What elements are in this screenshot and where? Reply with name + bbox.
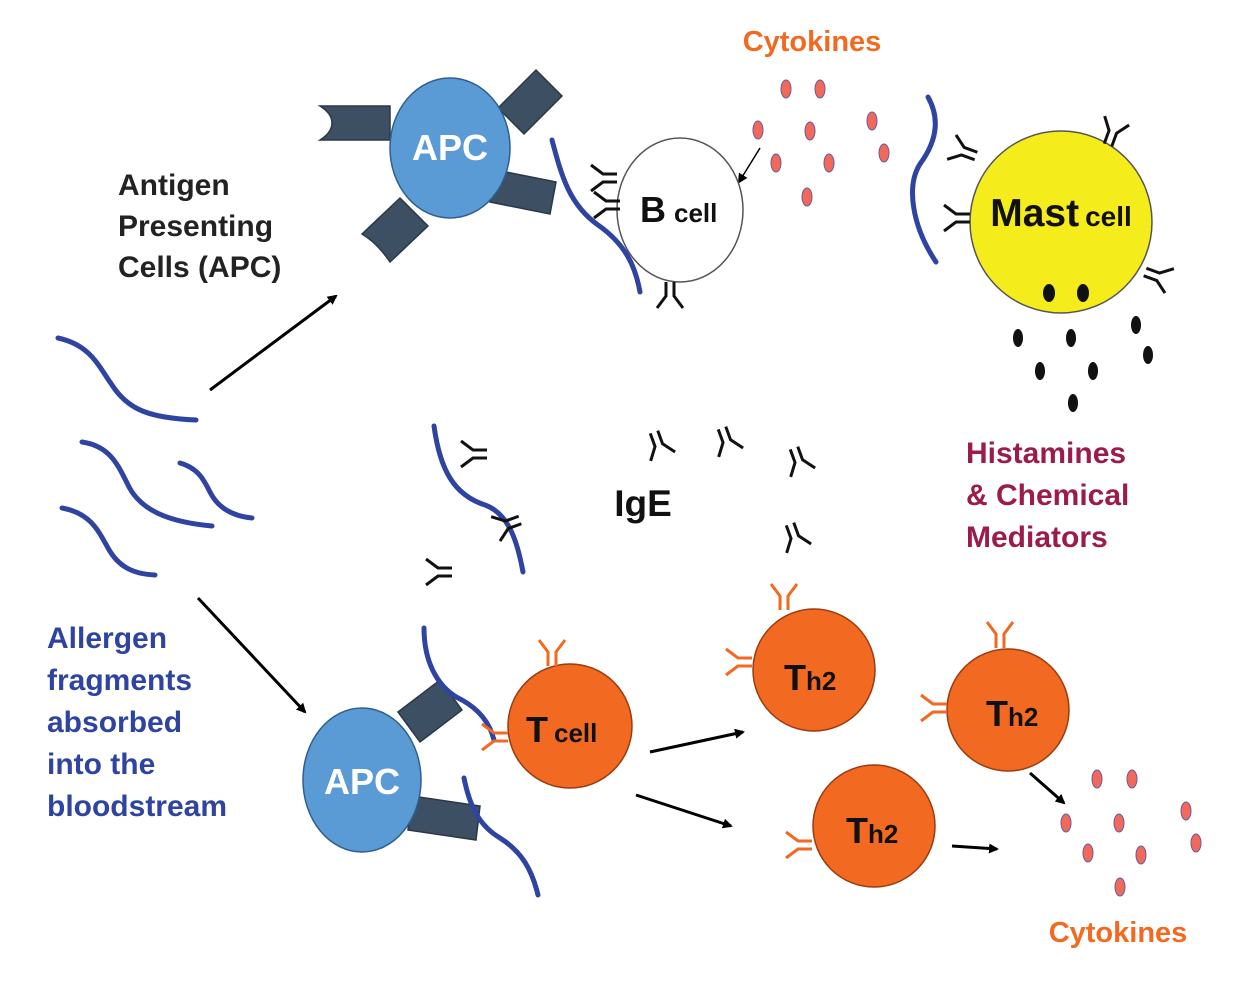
allergen-fragment [55,335,199,423]
cytokines-bottom [1060,769,1202,897]
arrow-tcell-th2-a [649,728,745,754]
allergen-fragment [59,505,158,578]
ige-label: IgE [614,483,672,524]
arrows [196,147,1066,854]
arrow-to-apc-top [209,294,338,392]
allergen-fragment [177,460,255,521]
apc-bottom-allergen-b [461,775,541,898]
apc-top-label: APC [412,127,488,168]
cytokines-top-label: Cytokines [743,26,882,58]
arrow-th2-cytokines-b [1029,771,1066,805]
apc-top-cell: APC [317,68,564,264]
cytokines-top [752,79,890,207]
apc-top-body [389,77,511,219]
mid-allergen [431,423,526,575]
arrow-to-apc-bottom [196,596,307,714]
th2-cell-3: Th2 [784,764,936,888]
allergen-label: Allergen fragments absorbed into the blo… [47,622,227,823]
histamines-label: Histamines & Chemical Mediators [966,437,1138,554]
apc-bottom-label: APC [324,761,400,802]
th2-cell-2: Th2 [919,620,1070,772]
apc-bottom-allergen-a [421,625,497,743]
th2-cell-1: Th2 [724,582,876,732]
apc-group-label: Antigen Presenting Cells (APC) [118,169,281,284]
b-cell-allergen [549,137,643,295]
arrow-th2-cytokines-a [951,843,999,854]
svg-text:Th2: Th2 [846,810,898,851]
mast-cell-allergen [910,94,939,265]
cytokines-bottom-label: Cytokines [1049,917,1188,949]
svg-text:Th2: Th2 [986,693,1038,734]
apc-bottom-cell: APC [302,625,541,898]
t-cell-body [507,663,633,789]
arrow-cytokine-bcell [737,147,761,184]
arrow-tcell-th2-b [635,793,733,829]
allergen-fragment [79,439,215,529]
apc-bottom-body [302,707,422,853]
svg-text:Th2: Th2 [784,657,836,698]
histamine-granules [1013,316,1153,412]
mid-allergen-complex [424,423,526,587]
allergen-fragments [55,335,255,578]
